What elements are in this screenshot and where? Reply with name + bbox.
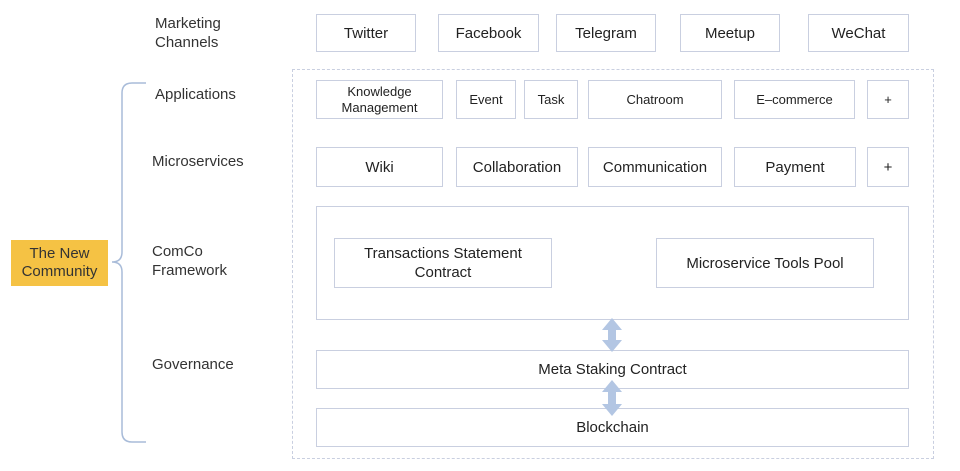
channel-twitter: Twitter [316,14,416,52]
arrow-framework-staking-icon [602,318,622,352]
service-wiki: Wiki [316,147,443,187]
app-more: + [867,80,909,119]
app-event: Event [456,80,516,119]
channel-meetup: Meetup [680,14,780,52]
app-ecommerce: E–commerce [734,80,855,119]
app-knowledge-management: Knowledge Management [316,80,443,119]
platform-container [292,69,934,459]
channel-wechat: WeChat [808,14,909,52]
layer-label-marketing: Marketing Channels [155,15,221,51]
app-task: Task [524,80,578,119]
service-collaboration: Collaboration [456,147,578,187]
arrow-staking-blockchain-icon [602,380,622,416]
new-community-badge: The New Community [11,240,108,286]
framework-transactions-contract: Transactions Statement Contract [334,238,552,288]
service-communication: Communication [588,147,722,187]
brace-path [111,82,146,443]
service-payment: Payment [734,147,856,187]
service-more: + [867,147,909,187]
channel-telegram: Telegram [556,14,656,52]
layer-label-applications: Applications [155,86,236,103]
layer-label-governance: Governance [152,356,234,373]
layer-label-framework: ComCo Framework [152,243,228,279]
app-chatroom: Chatroom [588,80,722,119]
channel-facebook: Facebook [438,14,539,52]
layer-label-microservices: Microservices [152,153,244,170]
framework-tools-pool: Microservice Tools Pool [656,238,874,288]
